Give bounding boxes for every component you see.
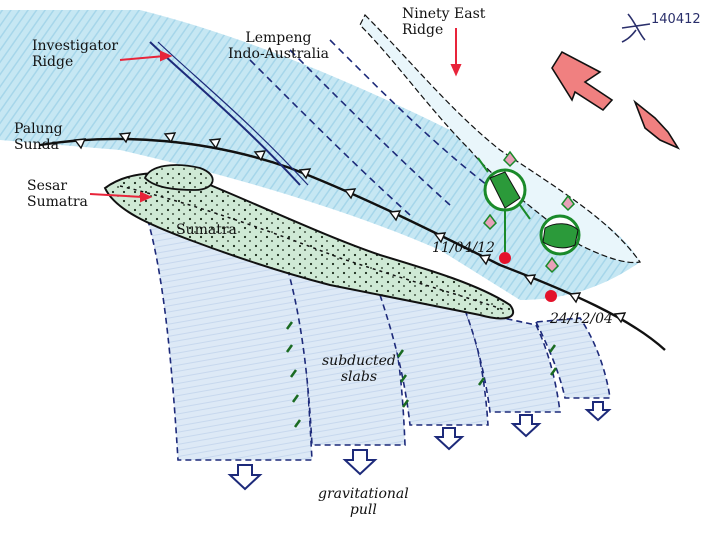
plate-contours [249,39,501,216]
pull-arrow-4 [510,414,542,438]
slab-4 [463,308,561,413]
north-arrow-icon [551,50,681,150]
pull-arrow-2 [342,449,378,476]
sunda-trench [39,137,666,351]
trench-teeth [73,132,627,324]
subducted-slabs-label: subducted slabs [322,353,396,385]
slab-2 [283,258,406,446]
gravitational-pull-label: gravitational pull [318,486,409,518]
slab-5 [534,317,611,399]
indo-australian-plate [0,10,640,300]
signature-icon [621,13,651,43]
sumatra-north-lobe [143,164,214,191]
sumatra-label: Sumatra [176,222,237,238]
pull-arrow-3 [433,427,465,451]
subducted-slabs [143,209,612,491]
signature-code: 140412 [651,12,701,27]
quake-2012-dot [499,252,511,264]
sesar-sumatra-label: Sesar Sumatra [27,178,88,210]
lempeng-label: Lempeng Indo-Australia [228,30,329,62]
palung-sunda-label: Palung Sunda [14,121,63,153]
pull-arrow-5 [584,401,612,422]
quake-2004-dot [545,290,557,302]
ninety-east-ridge-label: Ninety East Ridge [402,6,486,38]
slab-1 [143,209,313,461]
sumatra-fault [119,185,506,311]
sesar-arrow [89,193,144,198]
beachball-icon [477,150,531,231]
pull-arrow-1 [227,464,263,491]
investigator-ridge-label: Investigator Ridge [32,38,119,70]
date-2004-label: 24/12/04 [550,311,613,327]
investigator-arrow [119,55,166,61]
beachball-icon [539,194,581,274]
date-2012-label: 11/04/12 [432,240,495,256]
